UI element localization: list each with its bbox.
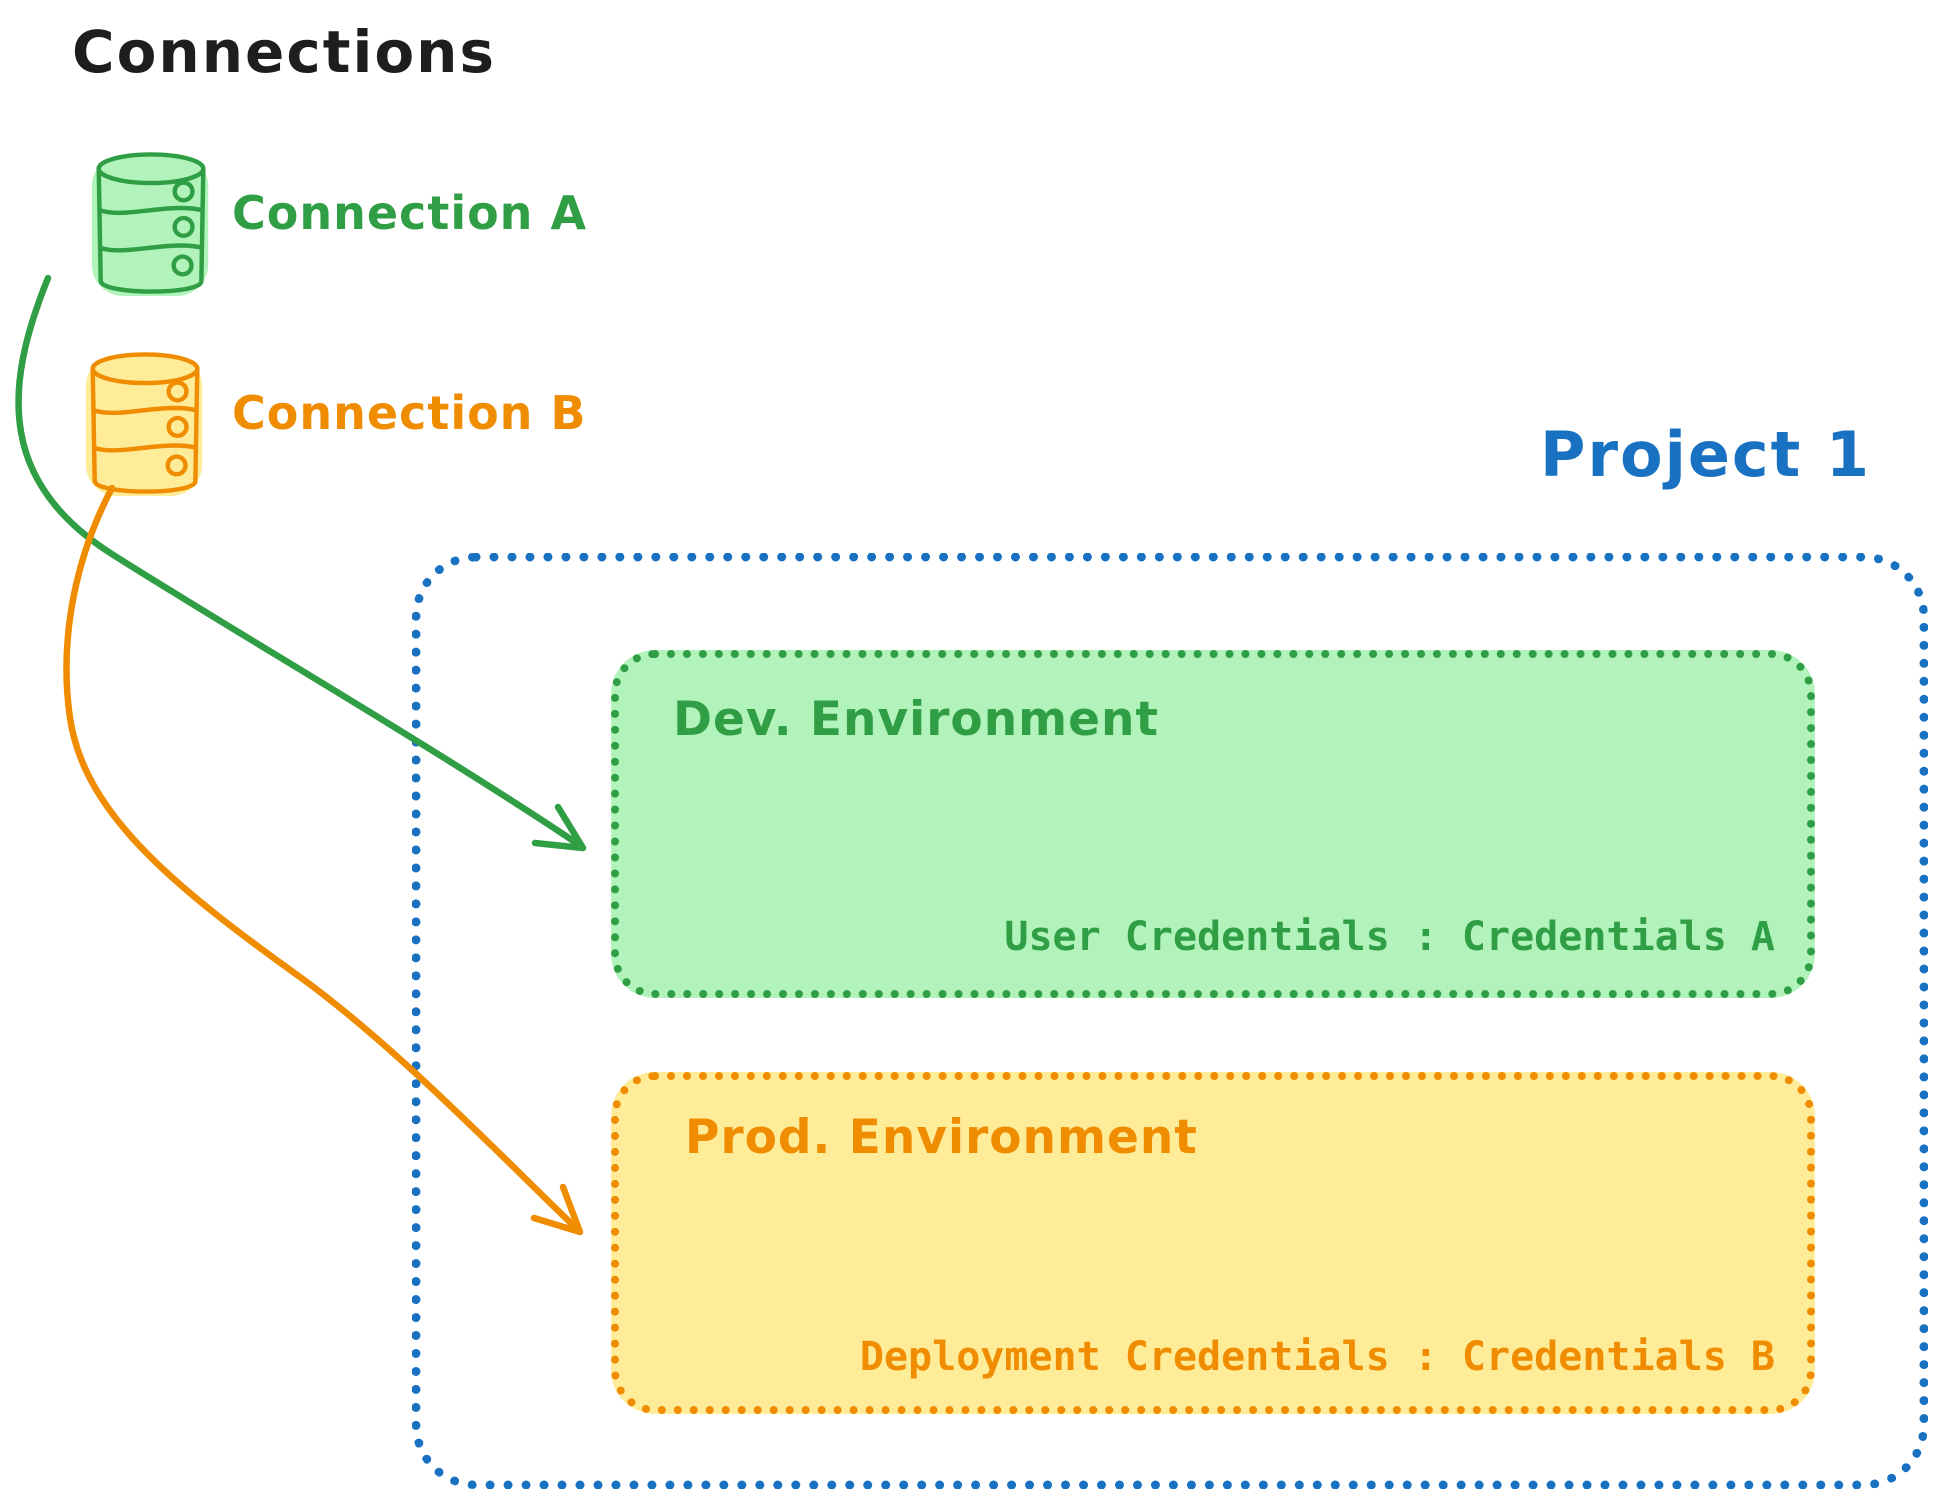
database-icon [91,152,209,297]
dev-environment-box: Dev. Environment User Credentials : Cred… [611,650,1815,998]
project-label: Project 1 [1540,418,1872,491]
database-icon [85,352,203,497]
connection-a-label: Connection A [232,186,588,240]
prod-environment-title: Prod. Environment [685,1110,1198,1165]
dev-environment-title: Dev. Environment [673,692,1159,747]
prod-environment-box: Prod. Environment Deployment Credentials… [611,1072,1815,1414]
dev-environment-credentials: User Credentials : Credentials A [1004,914,1775,960]
connection-b-label: Connection B [232,386,587,440]
prod-environment-credentials: Deployment Credentials : Credentials B [859,1334,1775,1380]
diagram-title: Connections [72,18,496,86]
